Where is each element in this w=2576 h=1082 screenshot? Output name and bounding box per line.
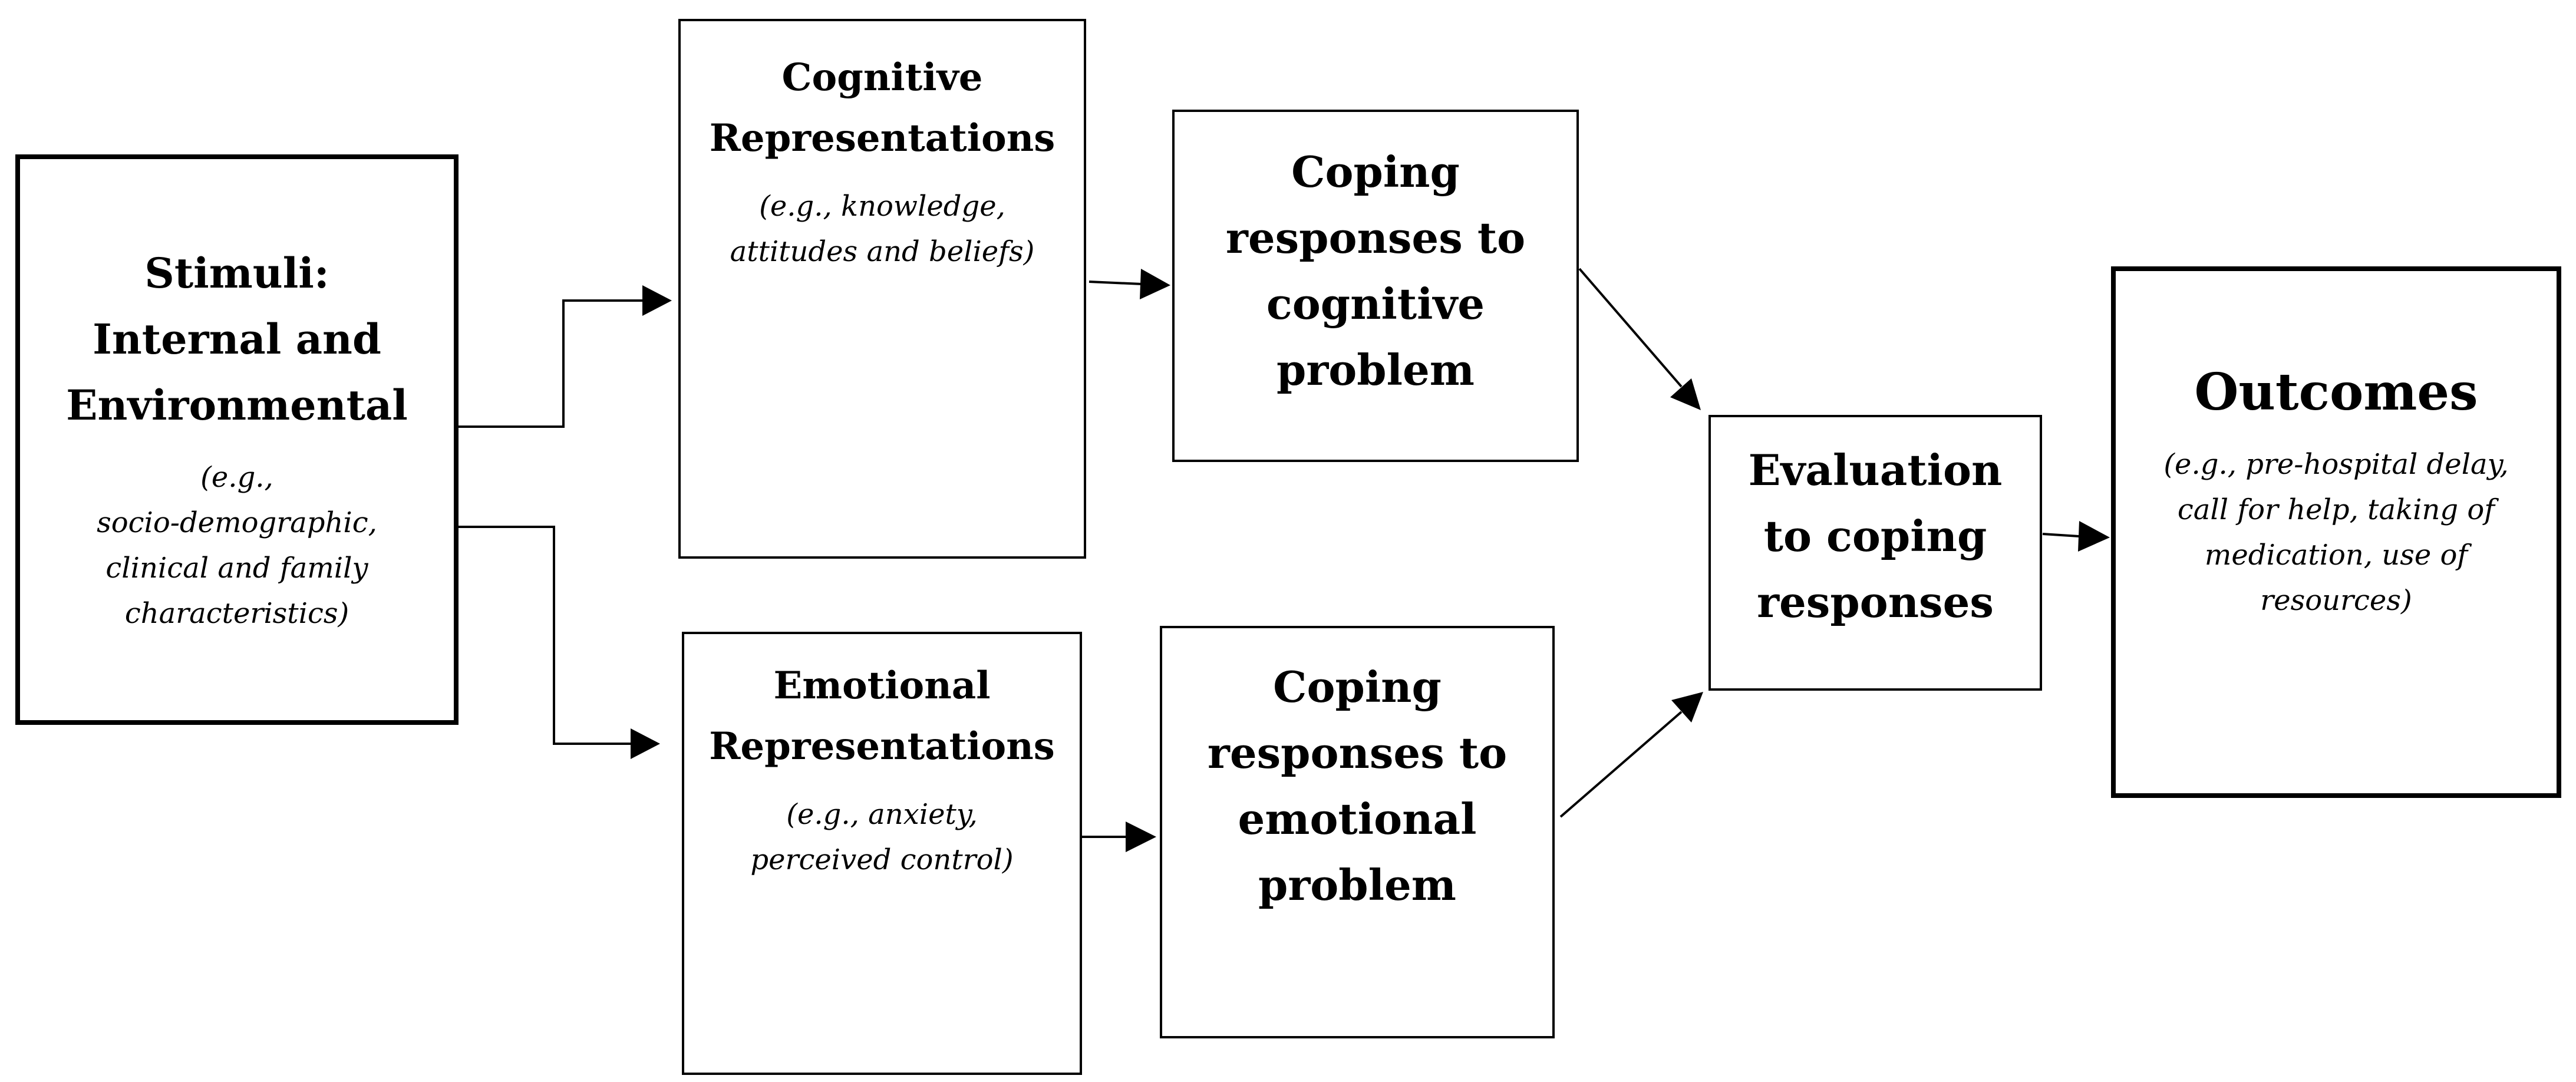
emotional-representations-title: Emotional Representations bbox=[709, 664, 1055, 768]
cognitive-representations-title: Cognitive Representations bbox=[709, 55, 1056, 160]
coping-emotional-title: Coping responses to emotional problem bbox=[1207, 662, 1508, 910]
coping-cognitive-title: Coping responses to cognitive problem bbox=[1225, 147, 1526, 395]
coping-cognitive-node: Coping responses to cognitive problem bbox=[1172, 110, 1579, 462]
cognitive-representations-node: Cognitive Representations (e.g., knowled… bbox=[678, 19, 1086, 559]
stimuli-title: Stimuli: Internal and Environmental bbox=[66, 249, 408, 430]
coping-emotional-node: Coping responses to emotional problem bbox=[1160, 626, 1555, 1038]
stimuli-node: Stimuli: Internal and Environmental (e.g… bbox=[15, 154, 459, 725]
arrow-cognitive-to-coping-cognitive bbox=[1089, 281, 1143, 285]
arrowhead-emotional-to-coping-emotional bbox=[1126, 822, 1156, 852]
evaluation-node: Evaluation to coping responses bbox=[1708, 415, 2042, 691]
arrowhead-coping-cognitive-to-evaluation bbox=[1670, 378, 1701, 410]
outcomes-title: Outcomes bbox=[2194, 362, 2478, 422]
arrowhead-stimuli-to-emotional bbox=[631, 728, 660, 759]
arrowhead-coping-emotional-to-evaluation bbox=[1671, 692, 1703, 723]
emotional-representations-node: Emotional Representations (e.g., anxiety… bbox=[682, 632, 1082, 1075]
arrow-evaluation-to-outcomes bbox=[2042, 533, 2080, 537]
arrowhead-stimuli-to-cognitive bbox=[642, 285, 672, 316]
outcomes-node: Outcomes (e.g., pre-hospital delay, call… bbox=[2111, 266, 2561, 798]
arrowhead-evaluation-to-outcomes bbox=[2078, 521, 2110, 552]
emotional-representations-note: (e.g., anxiety, perceived control) bbox=[750, 798, 1014, 876]
arrowhead-cognitive-to-coping-cognitive bbox=[1140, 269, 1170, 299]
evaluation-title: Evaluation to coping responses bbox=[1748, 445, 2003, 627]
stimuli-note: (e.g., socio-demographic, clinical and f… bbox=[97, 461, 377, 630]
arrow-stimuli-to-emotional bbox=[449, 526, 631, 745]
arrow-coping-emotional-to-evaluation bbox=[1559, 711, 1683, 818]
arrow-coping-cognitive-to-evaluation bbox=[1578, 268, 1683, 388]
arrow-stimuli-to-cognitive bbox=[459, 299, 642, 428]
outcomes-note: (e.g., pre-hospital delay, call for help… bbox=[2163, 448, 2509, 617]
cognitive-representations-note: (e.g., knowledge, attitudes and beliefs) bbox=[730, 190, 1035, 268]
